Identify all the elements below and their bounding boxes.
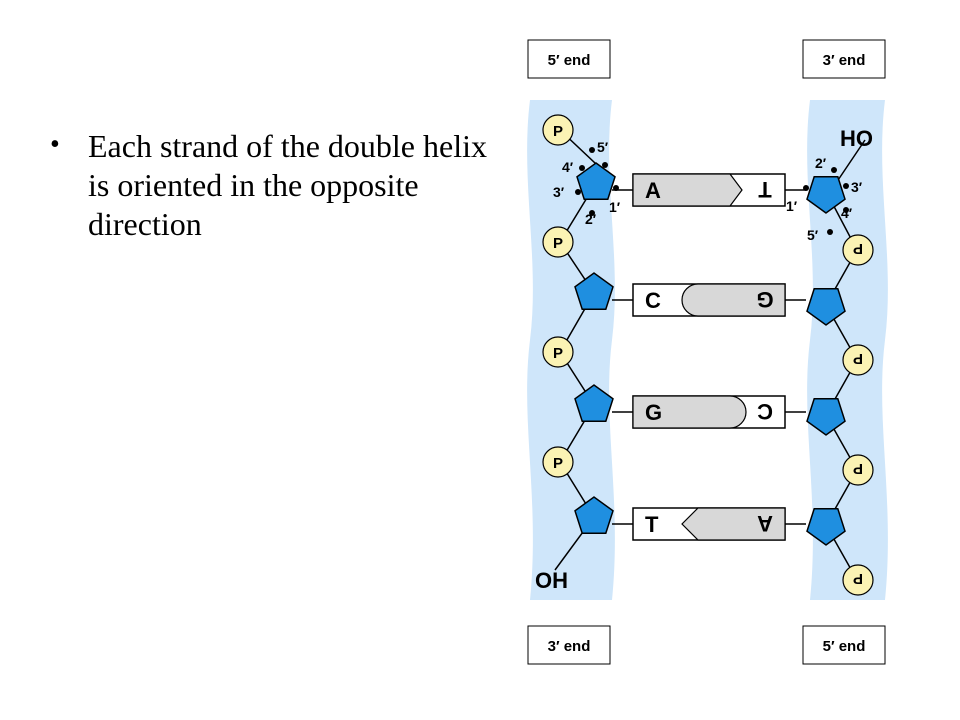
base-letter-right: C: [757, 399, 773, 424]
base-shape: [632, 173, 743, 207]
right-carbon-label-3: 3′: [851, 179, 863, 195]
carbon-dot: [827, 229, 833, 235]
base-letter-right: G: [756, 287, 773, 312]
left-phosphate: P: [542, 226, 574, 258]
carbon-dot: [589, 210, 595, 216]
phosphate-label: P: [553, 455, 563, 472]
left-sugar: [576, 162, 616, 200]
left-carbon-label-4: 4′: [562, 159, 574, 175]
phosphate-label: P: [553, 235, 563, 252]
label-box-right-bottom: [802, 625, 886, 665]
left-terminal-oh: OH: [535, 568, 568, 593]
right-phosphate: P: [842, 344, 874, 376]
base-shape: [681, 283, 786, 317]
base-letter-right: T: [758, 177, 772, 202]
right-phosphate: P: [842, 454, 874, 486]
left-carbon-label-1: 1′: [609, 199, 621, 215]
right-top-end-label: 3′ end: [823, 52, 866, 69]
carbon-dot: [575, 189, 581, 195]
left-phosphate: P: [542, 336, 574, 368]
base-shape: [681, 507, 786, 541]
left-carbon-label-5: 5′: [597, 139, 609, 155]
right-terminal-ho: HO: [840, 126, 873, 151]
carbon-dot: [803, 185, 809, 191]
base-letter-right: A: [757, 511, 773, 536]
left-sugar: [574, 496, 614, 534]
right-carbon-label-2: 2′: [815, 155, 827, 171]
phosphate-circle: [842, 234, 874, 266]
right-bottom-end-label: 5′ end: [823, 638, 866, 655]
right-phosphate: P: [842, 564, 874, 596]
carbon-dot: [602, 162, 608, 168]
bullet-text: Each strand of the double helix is orien…: [88, 128, 487, 242]
phosphate-label: P: [853, 460, 863, 477]
carbon-dot: [589, 147, 595, 153]
base-letter-left: G: [645, 400, 662, 425]
right-carbon-label-5: 5′: [807, 227, 819, 243]
phosphate-circle: [542, 336, 574, 368]
carbon-dot: [831, 167, 837, 173]
phosphate-label: P: [853, 570, 863, 587]
right-carbon-label-1: 1′: [786, 198, 798, 214]
right-sugar: [806, 176, 846, 214]
phosphate-circle: [542, 114, 574, 146]
left-top-end-label: 5′ end: [548, 52, 591, 69]
carbon-dot: [579, 165, 585, 171]
phosphate-circle: [842, 564, 874, 596]
right-carbon-label-4: 4′: [841, 205, 853, 221]
phosphate-label: P: [553, 345, 563, 362]
right-phosphate: P: [842, 234, 874, 266]
phosphate-label: P: [853, 350, 863, 367]
carbon-dot: [613, 185, 619, 191]
label-box-left-top: [527, 39, 611, 79]
carbon-dot: [843, 207, 849, 213]
phosphate-circle: [542, 226, 574, 258]
left-phosphate: P: [542, 446, 574, 478]
left-carbon-label-2: 2′: [585, 211, 597, 227]
phosphate-circle: [842, 454, 874, 486]
bullet-glyph: •: [50, 129, 60, 160]
base-letter-left: C: [645, 288, 661, 313]
right-sugar: [806, 398, 846, 436]
left-carbon-label-3: 3′: [553, 184, 565, 200]
right-sugar: [806, 288, 846, 326]
left-sugar: [574, 384, 614, 422]
phosphate-circle: [842, 344, 874, 376]
base-letter-left: A: [645, 178, 661, 203]
phosphate-label: P: [853, 240, 863, 257]
left-bottom-end-label: 3′ end: [548, 638, 591, 655]
label-box-right-top: [802, 39, 886, 79]
label-box-left-bottom: [527, 625, 611, 665]
right-sugar: [806, 508, 846, 546]
phosphate-label: P: [553, 123, 563, 140]
phosphate-circle: [542, 446, 574, 478]
left-phosphate: P: [542, 114, 574, 146]
base-shape: [632, 395, 747, 429]
base-letter-left: T: [645, 512, 659, 537]
left-sugar: [574, 272, 614, 310]
carbon-dot: [843, 183, 849, 189]
